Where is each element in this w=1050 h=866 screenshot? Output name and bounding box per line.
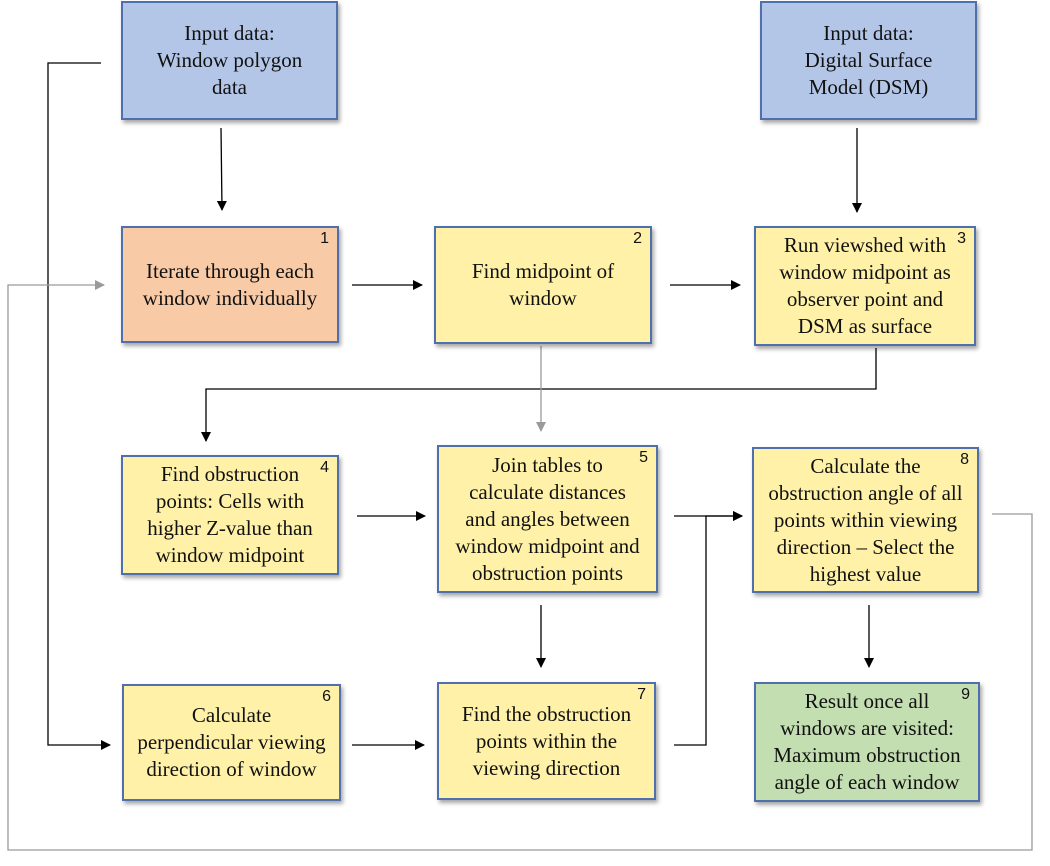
step-9-number: 9 xyxy=(961,686,970,703)
input-window-polygon-text: Input data: Window polygon data xyxy=(156,21,303,99)
step-2-text: Find midpoint of window xyxy=(471,259,615,310)
step-7-box: 7 Find the obstruction points within the… xyxy=(437,682,656,800)
step-7-text: Find the obstruction points within the v… xyxy=(461,701,632,780)
input-window-polygon-box: Input data: Window polygon data xyxy=(121,1,338,120)
step-1-number: 1 xyxy=(320,230,329,247)
step-4-text: Find obstruction points: Cells with high… xyxy=(147,462,313,567)
arrow-loop-step8-to-step1 xyxy=(7,280,1033,851)
step-3-text: Run viewshed with window midpoint as obs… xyxy=(779,233,951,338)
step-4-number: 4 xyxy=(320,459,329,476)
step-1-text: Iterate through each window individually xyxy=(142,258,318,310)
step-6-box: 6 Calculate perpendicular viewing direct… xyxy=(122,684,341,801)
step-8-number: 8 xyxy=(960,451,969,468)
step-8-box: 8 Calculate the obstruction angle of all… xyxy=(752,447,979,593)
input-dsm-box: Input data: Digital Surface Model (DSM) xyxy=(760,1,977,120)
arrow-step7-to-step8 xyxy=(674,511,743,746)
step-3-number: 3 xyxy=(957,230,966,247)
step-5-number: 5 xyxy=(639,449,648,466)
step-5-box: 5 Join tables to calculate distances and… xyxy=(437,445,658,593)
step-2-box: 2 Find midpoint of window xyxy=(434,226,652,344)
input-dsm-text: Input data: Digital Surface Model (DSM) xyxy=(804,21,933,99)
step-6-number: 6 xyxy=(322,688,331,705)
step-1-box: 1 Iterate through each window individual… xyxy=(121,226,339,343)
arrow-input-to-step1 xyxy=(216,127,227,211)
step-3-box: 3 Run viewshed with window midpoint as o… xyxy=(754,226,976,346)
step-9-result-box: 9 Result once all windows are visited: M… xyxy=(754,682,980,802)
step-4-box: 4 Find obstruction points: Cells with hi… xyxy=(121,455,339,575)
step-8-text: Calculate the obstruction angle of all p… xyxy=(768,453,963,586)
step-6-text: Calculate perpendicular viewing directio… xyxy=(137,703,326,781)
step-2-number: 2 xyxy=(633,230,642,247)
arrow-input-to-step6 xyxy=(47,62,111,750)
step-5-text: Join tables to calculate distances and a… xyxy=(455,452,640,585)
step-7-number: 7 xyxy=(637,686,646,703)
step-9-text: Result once all windows are visited: Max… xyxy=(773,689,961,794)
